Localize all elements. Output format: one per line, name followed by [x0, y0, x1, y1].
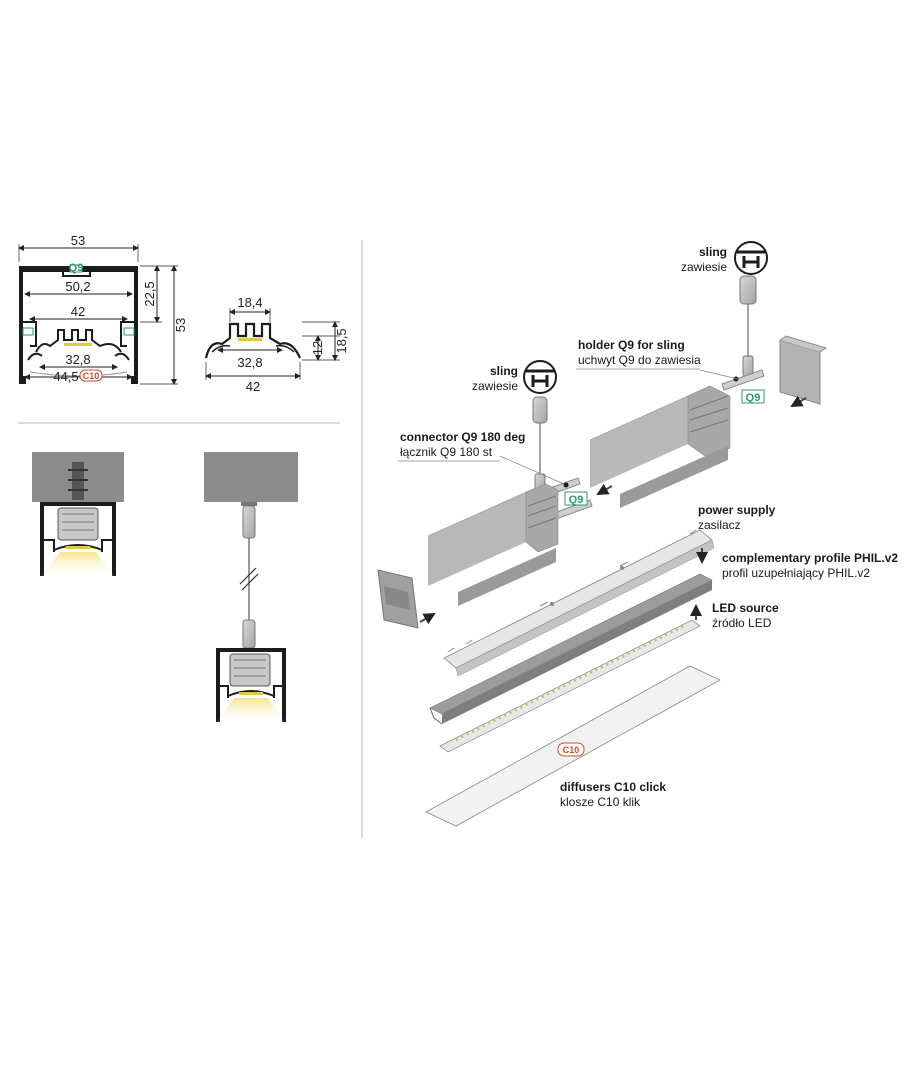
sling-icon-top: [734, 241, 768, 275]
surface-mount-illustration: [32, 452, 124, 578]
label-led-en: LED source: [712, 601, 779, 615]
label-diffusers-en: diffusers C10 click: [560, 780, 666, 794]
sling-left: [532, 396, 548, 493]
insert-cross-section: [204, 322, 302, 359]
tag-q9-holder: Q9: [746, 392, 761, 404]
complementary-profile: [429, 573, 713, 725]
tag-q9-top: Q9: [69, 262, 84, 274]
sling-icon-left: [523, 360, 557, 394]
dim-height-upper: 22,5: [142, 281, 157, 306]
label-holder-pl: uchwyt Q9 do zawiesia: [578, 353, 701, 367]
tag-q9-connector: Q9: [569, 494, 584, 506]
dim-mid-width: 32,8: [237, 355, 262, 370]
profile-cross-section: Q9: [19, 262, 138, 384]
label-power-supply-en: power supply: [698, 503, 776, 517]
dimension-lines-left: [18, 244, 178, 385]
dim-width-top: 53: [71, 233, 85, 248]
label-led-pl: źródło LED: [712, 616, 772, 630]
dim-inner-42: 42: [71, 304, 85, 319]
dim-bottom-32-8: 32,8: [65, 352, 90, 367]
end-cap-left: [377, 569, 419, 629]
holder-q9: [699, 369, 765, 391]
label-sling-left-pl: zawiesie: [472, 379, 518, 393]
profile-segment-left: [427, 483, 559, 606]
pendant-mount-illustration: [204, 452, 298, 724]
dim-bottom-44-5: 44,5: [53, 369, 78, 384]
dim-height-12: 12: [310, 341, 325, 355]
label-connector-en: connector Q9 180 deg: [400, 430, 525, 444]
led-source: [439, 619, 701, 753]
profile-segment-right: [589, 385, 731, 508]
label-sling-top-en: sling: [699, 245, 727, 259]
tag-c10-diffuser: C10: [563, 745, 580, 755]
label-complementary-en: complementary profile PHIL.v2: [722, 551, 898, 565]
dim-inner-width: 50,2: [65, 279, 90, 294]
dim-bottom-width: 42: [246, 379, 260, 394]
dim-height-18-5: 18,5: [334, 328, 349, 353]
label-sling-top-pl: zawiesie: [681, 260, 727, 274]
dim-height-total: 53: [173, 318, 188, 332]
dimension-lines-right: [205, 308, 340, 380]
end-cap-right: [779, 335, 828, 405]
dim-top-width: 18,4: [237, 295, 262, 310]
label-holder-en: holder Q9 for sling: [578, 338, 685, 352]
label-power-supply-pl: zasilacz: [698, 518, 741, 532]
power-supply: [443, 529, 715, 677]
label-complementary-pl: profil uzupełniający PHIL.v2: [722, 566, 870, 580]
label-sling-left-en: sling: [490, 364, 518, 378]
label-connector-pl: łącznik Q9 180 st: [400, 445, 493, 459]
tag-c10-left: C10: [83, 371, 100, 381]
sling-top: [739, 275, 757, 377]
label-diffusers-pl: klosze C10 klik: [560, 795, 641, 809]
